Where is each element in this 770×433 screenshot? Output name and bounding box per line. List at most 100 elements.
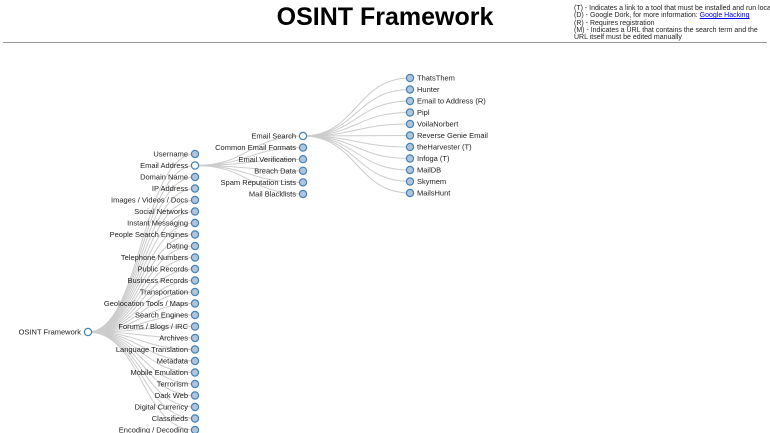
category-label[interactable]: Forums / Blogs / IRC [118, 322, 188, 331]
category-label[interactable]: Dark Web [155, 391, 188, 400]
tree-node-username[interactable]: Username [153, 150, 200, 159]
email-search-child-label[interactable]: VoilaNorbert [417, 120, 459, 129]
collapsed-node-circle[interactable] [190, 333, 200, 343]
collapsed-node-circle[interactable] [190, 218, 200, 228]
tree-node-classifieds[interactable]: Classifieds [152, 414, 200, 423]
email-search-child-label[interactable]: Skymem [417, 177, 446, 186]
tree-node-terrorism[interactable]: Terrorism [157, 379, 200, 389]
tree-node-images-videos-docs[interactable]: Images / Videos / Docs [111, 195, 200, 205]
collapsed-node-circle[interactable] [405, 108, 415, 117]
category-label[interactable]: Metadata [157, 357, 189, 366]
tree-node-hunter[interactable]: Hunter [405, 85, 440, 94]
tree-node-search-engines[interactable]: Search Engines [135, 310, 200, 320]
tree-node-email-to-address-r[interactable]: Email to Address (R) [405, 96, 486, 106]
tree-node-domain-name[interactable]: Domain Name [140, 172, 200, 182]
collapsed-node-circle[interactable] [298, 189, 308, 199]
collapsed-node-circle[interactable] [405, 96, 415, 106]
collapsed-node-circle[interactable] [405, 73, 415, 83]
collapsed-node-circle[interactable] [405, 177, 415, 186]
collapsed-node-circle[interactable] [405, 85, 415, 94]
category-label[interactable]: Geolocation Tools / Maps [104, 299, 188, 308]
tree-node-skymem[interactable]: Skymem [405, 177, 446, 186]
email-search-child-label[interactable]: MailsHunt [417, 189, 451, 198]
collapsed-node-circle[interactable] [190, 230, 200, 239]
email-child-label[interactable]: Common Email Formats [215, 143, 296, 152]
collapsed-node-circle[interactable] [190, 299, 200, 308]
collapsed-node-circle[interactable] [405, 119, 415, 129]
collapsed-node-circle[interactable] [405, 142, 415, 152]
tree-node-business-records[interactable]: Business Records [128, 276, 200, 285]
collapsed-node-circle[interactable] [190, 345, 200, 354]
category-label[interactable]: Telephone Numbers [121, 253, 188, 262]
email-child-label[interactable]: Mail Blacklists [249, 190, 296, 199]
tree-node-metadata[interactable]: Metadata [157, 356, 200, 366]
category-label[interactable]: Social Networks [134, 207, 188, 216]
tree-node-digital-currency[interactable]: Digital Currency [135, 402, 200, 412]
email-search-child-label[interactable]: ThatsThem [417, 74, 455, 83]
email-child-label[interactable]: Breach Data [254, 166, 297, 175]
category-label[interactable]: Images / Videos / Docs [111, 196, 188, 205]
category-label[interactable]: Username [153, 150, 188, 159]
category-label[interactable]: Public Records [138, 265, 189, 274]
tree-node-language-translation[interactable]: Language Translation [116, 345, 200, 354]
category-label[interactable]: Transportation [140, 288, 188, 297]
tree-node-spam-reputation-lists[interactable]: Spam Reputation Lists [221, 178, 308, 187]
google-hacking-link[interactable]: Google Hacking [699, 12, 750, 20]
collapsed-node-circle[interactable] [190, 322, 200, 331]
collapsed-node-circle[interactable] [190, 368, 200, 377]
category-label[interactable]: Digital Currency [135, 403, 189, 412]
collapsed-node-circle[interactable] [190, 184, 200, 193]
category-label[interactable]: Mobile Emulation [130, 368, 188, 377]
category-label[interactable]: Dating [166, 242, 188, 251]
collapsed-node-circle[interactable] [190, 276, 200, 285]
collapsed-node-circle[interactable] [190, 310, 200, 320]
tree-node-people-search-engines[interactable]: People Search Engines [110, 230, 200, 239]
tree-node-osint-framework[interactable]: OSINT Framework [19, 327, 93, 337]
collapsed-node-circle[interactable] [190, 402, 200, 412]
tree-node-dating[interactable]: Dating [166, 242, 200, 251]
tree-node-mail-blacklists[interactable]: Mail Blacklists [249, 189, 308, 199]
category-label[interactable]: Domain Name [140, 173, 188, 182]
category-label[interactable]: Terrorism [157, 380, 188, 389]
email-search-child-label[interactable]: Infoga (T) [417, 154, 450, 163]
expanded-node-circle[interactable] [190, 161, 200, 170]
tree-node-email-address[interactable]: Email Address [140, 161, 200, 170]
collapsed-node-circle[interactable] [190, 287, 200, 297]
tree-node-reverse-genie-email[interactable]: Reverse Genie Email [405, 131, 488, 140]
collapsed-node-circle[interactable] [190, 356, 200, 366]
tree-node-infoga-t[interactable]: Infoga (T) [405, 154, 450, 163]
collapsed-node-circle[interactable] [298, 154, 308, 164]
tree-node-theharvester-t[interactable]: theHarvester (T) [405, 142, 472, 152]
tree-node-instant-messaging[interactable]: Instant Messaging [127, 218, 200, 228]
category-label[interactable]: IP Address [152, 184, 188, 193]
expanded-node-circle[interactable] [298, 131, 308, 141]
email-search-child-label[interactable]: Email to Address (R) [417, 97, 486, 106]
category-label[interactable]: Business Records [128, 276, 189, 285]
collapsed-node-circle[interactable] [190, 264, 200, 274]
collapsed-node-circle[interactable] [298, 178, 308, 187]
category-label[interactable]: Encoding / Decoding [119, 426, 188, 433]
tree-node-telephone-numbers[interactable]: Telephone Numbers [121, 253, 200, 262]
email-child-label[interactable]: Email Verification [238, 155, 296, 164]
tree-node-ip-address[interactable]: IP Address [152, 184, 200, 193]
tree-node-voilanorbert[interactable]: VoilaNorbert [405, 119, 459, 129]
tree-node-mobile-emulation[interactable]: Mobile Emulation [130, 368, 200, 377]
category-label[interactable]: Email Address [140, 161, 188, 170]
email-child-label[interactable]: Email Search [251, 132, 296, 141]
collapsed-node-circle[interactable] [405, 131, 415, 140]
tree-node-pipl[interactable]: Pipl [405, 108, 430, 117]
collapsed-node-circle[interactable] [190, 195, 200, 205]
tree-node-dark-web[interactable]: Dark Web [155, 391, 200, 400]
collapsed-node-circle[interactable] [190, 379, 200, 389]
tree-node-forums-blogs-irc[interactable]: Forums / Blogs / IRC [118, 322, 200, 331]
collapsed-node-circle[interactable] [190, 391, 200, 400]
email-search-child-label[interactable]: Hunter [417, 85, 440, 94]
category-label[interactable]: People Search Engines [110, 230, 189, 239]
tree-node-thatsthem[interactable]: ThatsThem [405, 73, 455, 83]
tree-node-email-search[interactable]: Email Search [251, 131, 308, 141]
collapsed-node-circle[interactable] [190, 425, 200, 433]
collapsed-node-circle[interactable] [190, 172, 200, 182]
email-child-label[interactable]: Spam Reputation Lists [221, 178, 297, 187]
tree-node-encoding-decoding[interactable]: Encoding / Decoding [119, 425, 200, 433]
expanded-node-circle[interactable] [83, 327, 93, 337]
